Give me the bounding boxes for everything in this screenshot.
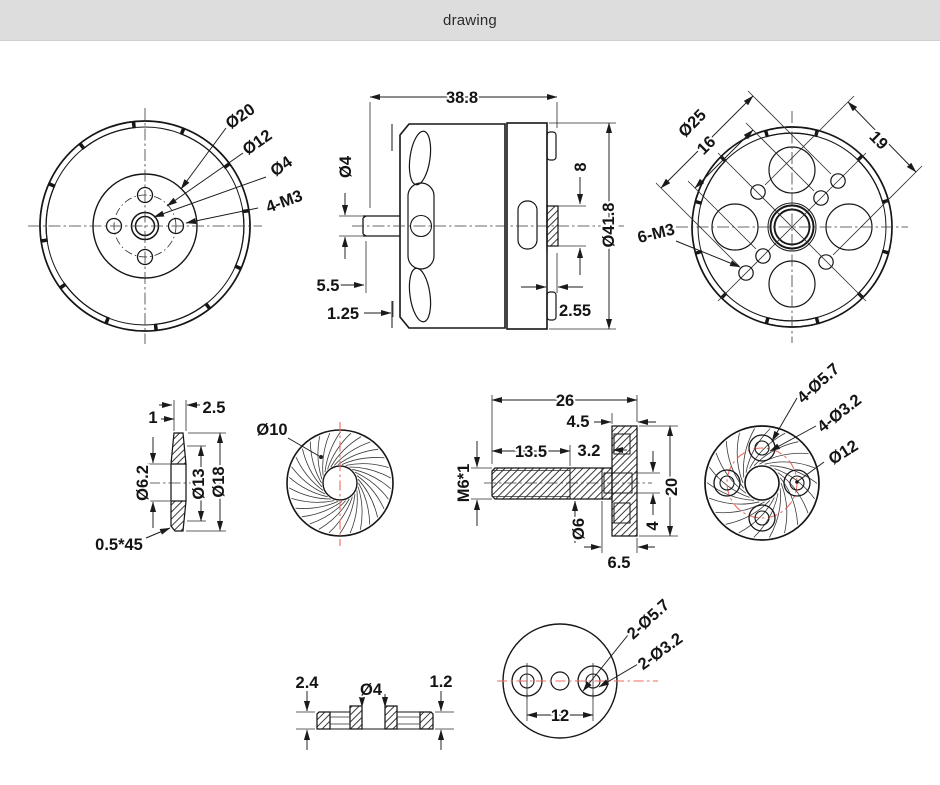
dim-front-shaft-dia: Ø4 (267, 152, 296, 180)
hole-plate-view: 12 2-Ø5.7 2-Ø3.2 (497, 594, 688, 739)
dim-washer-chamfer: 0.5*45 (95, 536, 143, 554)
dim-spacer-bore: Ø4 (360, 681, 383, 699)
dim-front-mount-holes: 4-M3 (264, 187, 305, 217)
dim-spacer-boss-height: 2.4 (296, 674, 320, 692)
dim-rear-mount-holes: 6-M3 (636, 220, 677, 247)
mount-disc-view: 4-Ø5.7 4-Ø3.2 Ø12 (704, 358, 867, 541)
side-view: 38.8 Ø4 5.5 1.25 2.55 8 (315, 87, 624, 330)
dim-side-shaft-stickout: 5.5 (317, 277, 340, 295)
knurled-disc-view: Ø10 (254, 419, 394, 546)
spacer-section-view: 2.4 Ø4 1.2 (294, 671, 454, 750)
rear-view: Ø25 16 19 6-M3 (634, 90, 923, 343)
dim-adapter-shaft-dia: Ø6 (570, 518, 588, 540)
knurl-pattern (289, 431, 391, 535)
washer-section-view: 2.5 1 Ø6.2 Ø13 Ø18 0.5*45 (93, 397, 230, 556)
title-bar: drawing (0, 0, 940, 41)
page-title: drawing (443, 11, 497, 29)
dim-adapter-thread: M6*1 (455, 464, 473, 503)
dim-adapter-relief: 3.2 (578, 442, 601, 460)
dim-adapter-step: 4 (644, 521, 662, 531)
dim-washer-thickness: 2.5 (203, 399, 226, 417)
dim-front-bolt-circle: Ø12 (240, 126, 276, 159)
dim-adapter-thread-length: 13.5 (515, 443, 547, 461)
dim-rear-hole-span-19: 19 (866, 128, 892, 154)
drawing-sheet: Ø20 Ø12 Ø4 4-M3 38.8 (28, 87, 923, 750)
dim-side-rear-gap: 2.55 (559, 302, 591, 320)
dim-front-hub-dia: Ø20 (223, 100, 259, 133)
knurl-pattern (706, 428, 818, 538)
dim-side-outer-dia: Ø41.8 (600, 203, 618, 248)
dim-spacer-rim-height: 1.2 (430, 673, 453, 691)
dim-side-shaft-dia: Ø4 (337, 155, 355, 178)
dim-washer-mid-dia: Ø13 (190, 468, 208, 499)
dim-side-rear-boss: 8 (572, 162, 590, 171)
dim-plate-hole-spacing: 12 (551, 707, 569, 725)
dim-rear-hole-span-16: 16 (694, 133, 720, 159)
dim-side-lip: 1.25 (327, 305, 359, 323)
dim-adapter-flange-width: 4.5 (567, 413, 590, 431)
dim-washer-bore: Ø6.2 (134, 465, 152, 501)
dim-adapter-hub-dia: 6.5 (608, 554, 631, 572)
dim-adapter-length: 26 (556, 392, 574, 410)
front-view: Ø20 Ø12 Ø4 4-M3 (28, 98, 307, 344)
dim-adapter-flange-dia: 20 (663, 478, 681, 496)
prop-adapter-section-view: 26 4.5 13.5 3.2 M6*1 Ø6 20 (453, 390, 683, 574)
dim-side-length: 38.8 (446, 89, 478, 107)
dim-washer-outer-dia: Ø18 (210, 466, 228, 497)
dim-disc-bore: Ø10 (256, 421, 287, 439)
dim-mount-holes-outer: 4-Ø5.7 (794, 360, 844, 407)
dim-mount-holes-inner: 4-Ø3.2 (814, 391, 865, 436)
dim-washer-inner-thickness: 1 (148, 409, 157, 427)
dim-mount-bolt-circle: Ø12 (825, 437, 861, 469)
